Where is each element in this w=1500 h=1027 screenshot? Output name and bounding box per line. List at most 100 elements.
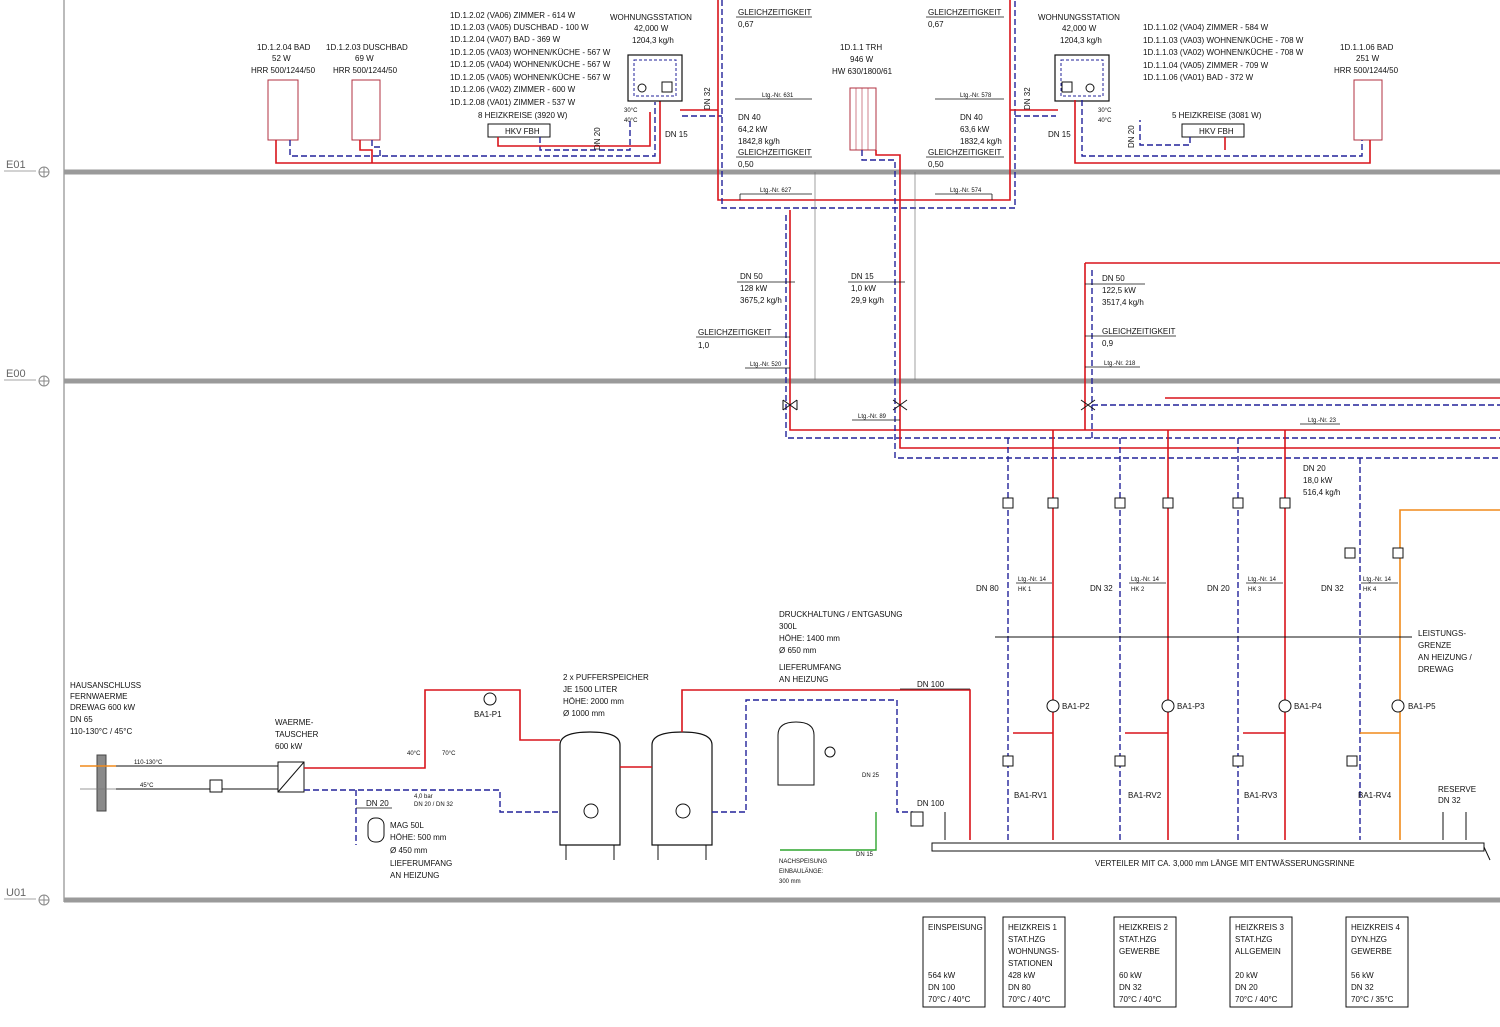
svg-text:GLEICHZEITIGKEIT: GLEICHZEITIGKEIT	[738, 148, 811, 157]
svg-text:RESERVE: RESERVE	[1438, 785, 1476, 794]
temp-70-primary: 70°C	[442, 751, 456, 757]
svg-text:1D.1.2.05 (VA05) WOHNEN/KÜCHE: 1D.1.2.05 (VA05) WOHNEN/KÜCHE - 567 W	[450, 73, 611, 82]
dn50-left-data: DN 50 128 kW 3675,2 kg/h	[737, 272, 795, 305]
svg-text:0,50: 0,50	[738, 160, 754, 169]
svg-text:29,9 kg/h: 29,9 kg/h	[851, 296, 884, 305]
feed-meter	[910, 811, 924, 827]
buffer-tank-2	[651, 731, 713, 860]
svg-text:HEIZKREIS 1: HEIZKREIS 1	[1008, 923, 1057, 932]
heizkreise-right-label: 5 HEIZKREISE (3081 W)	[1172, 111, 1262, 120]
pipe-trh-return	[861, 150, 896, 380]
wohnungsstation-right-label: WOHNUNGSSTATION 42,000 W 1204,3 kg/h	[1038, 13, 1120, 45]
riser-e00-supply-left	[789, 210, 1500, 431]
svg-text:ALLGEMEIN: ALLGEMEIN	[1235, 947, 1281, 956]
svg-text:HK 4: HK 4	[1363, 587, 1377, 593]
svg-text:Ltg.-Nr. 14: Ltg.-Nr. 14	[1018, 577, 1047, 583]
svg-text:1D.1.1.04 (VA05) ZIMMER - 709: 1D.1.1.04 (VA05) ZIMMER - 709 W	[1143, 61, 1269, 70]
svg-text:1D.1.2.02 (VA06) ZIMMER - 614: 1D.1.2.02 (VA06) ZIMMER - 614 W	[450, 11, 576, 20]
svg-text:0,50: 0,50	[928, 160, 944, 169]
svg-text:600 kW: 600 kW	[275, 742, 303, 751]
pressure-4bar: 4,0 bar	[414, 794, 433, 800]
svg-text:64,2 kW: 64,2 kW	[738, 125, 768, 134]
svg-text:DREWAG 600 kW: DREWAG 600 kW	[70, 703, 135, 712]
heating-circuit-hk4	[1344, 547, 1405, 767]
legend-heizkreis-1: HEIZKREIS 1 STAT.HZG WOHNUNGS- STATIONEN…	[1002, 916, 1066, 1008]
mag-vessel	[367, 817, 385, 843]
wall-entry	[96, 754, 107, 812]
pipe-return-e01-right	[1081, 100, 1363, 157]
label-bad-1d1106: 1D.1.1.06 BAD 251 W HRR 500/1244/50	[1334, 43, 1399, 75]
legend-heizkreis-2: HEIZKREIS 2 STAT.HZG GEWERBE 60 kW DN 32…	[1113, 916, 1177, 1008]
gleichzeitigkeit-e00-left: GLEICHZEITIGKEIT 1,0	[696, 328, 790, 350]
pipe-hkv-left-return	[539, 120, 631, 151]
valve-riser-mid	[892, 399, 908, 411]
svg-text:BA1-P4: BA1-P4	[1294, 702, 1322, 711]
svg-text:DN 32: DN 32	[1090, 584, 1113, 593]
svg-text:STAT.HZG: STAT.HZG	[1235, 935, 1272, 944]
pipe-primary-return	[304, 789, 560, 813]
dn25: DN 25	[862, 773, 880, 779]
gleichzeitigkeit-e01-left-bottom: GLEICHZEITIGKEIT 0,50	[736, 148, 812, 169]
svg-text:BA1-P3: BA1-P3	[1177, 702, 1205, 711]
svg-text:FERNWAERME: FERNWAERME	[70, 692, 127, 701]
svg-text:1832,4 kg/h: 1832,4 kg/h	[960, 137, 1002, 146]
legend-heizkreis-3: HEIZKREIS 3 STAT.HZG ALLGEMEIN 20 kW DN …	[1229, 916, 1293, 1008]
heat-meter	[209, 779, 223, 793]
svg-text:TAUSCHER: TAUSCHER	[275, 730, 319, 739]
waermetauscher-label: WAERME- TAUSCHER 600 kW	[275, 718, 319, 751]
pipe-e00-supply-bottom	[899, 380, 1500, 449]
degassing-pump	[824, 746, 836, 758]
svg-text:564 kW: 564 kW	[928, 971, 956, 980]
svg-text:DN 50: DN 50	[1102, 274, 1125, 283]
druckhaltung-label: DRUCKHALTUNG / ENTGASUNG 300L HÖHE: 1400…	[779, 610, 902, 684]
svg-text:GLEICHZEITIGKEIT: GLEICHZEITIGKEIT	[928, 8, 1001, 17]
svg-text:Ø 1000 mm: Ø 1000 mm	[563, 709, 605, 718]
pipe-return-e01-left	[289, 102, 656, 157]
svg-text:56 kW: 56 kW	[1351, 971, 1374, 980]
svg-text:LEISTUNGS-: LEISTUNGS-	[1418, 629, 1466, 638]
svg-text:HEIZKREIS 4: HEIZKREIS 4	[1351, 923, 1400, 932]
svg-text:HEIZKREIS 2: HEIZKREIS 2	[1119, 923, 1168, 932]
svg-text:WAERME-: WAERME-	[275, 718, 314, 727]
svg-text:STAT.HZG: STAT.HZG	[1008, 935, 1045, 944]
svg-text:HRR 500/1244/50: HRR 500/1244/50	[251, 66, 316, 75]
svg-text:HÖHE: 1400 mm: HÖHE: 1400 mm	[779, 634, 840, 643]
legend-heizkreis-4: HEIZKREIS 4 DYN.HZG GEWERBE 56 kW DN 32 …	[1345, 916, 1409, 1008]
svg-text:LIEFERUMFANG: LIEFERUMFANG	[779, 663, 841, 672]
svg-text:110-130°C / 45°C: 110-130°C / 45°C	[70, 727, 133, 736]
svg-text:GLEICHZEITIGKEIT: GLEICHZEITIGKEIT	[738, 8, 811, 17]
svg-text:DN 15: DN 15	[851, 272, 874, 281]
svg-text:63,6 kW: 63,6 kW	[960, 125, 990, 134]
temp-30-left: 30°C	[624, 108, 638, 114]
temp-40-left: 40°C	[624, 118, 638, 124]
svg-text:1D.1.2.05 (VA04) WOHNEN/KÜCHE: 1D.1.2.05 (VA04) WOHNEN/KÜCHE - 567 W	[450, 60, 611, 69]
pipe-supply-duschbad	[359, 140, 373, 163]
svg-text:DN 80: DN 80	[1008, 983, 1031, 992]
svg-text:DN 100: DN 100	[928, 983, 956, 992]
svg-text:69 W: 69 W	[355, 54, 374, 63]
radiator-bad-1d1106	[1353, 79, 1383, 141]
pipe-hk4-supply-orange	[1399, 509, 1500, 840]
level-label-e00: E00	[6, 368, 26, 380]
svg-text:1D.1.1.06 BAD: 1D.1.1.06 BAD	[1340, 43, 1394, 52]
room-list-left: 1D.1.2.02 (VA06) ZIMMER - 614 W 1D.1.2.0…	[450, 11, 611, 107]
wohnungsstation-left	[627, 54, 683, 102]
svg-text:GRENZE: GRENZE	[1418, 641, 1451, 650]
mag-label: MAG 50L HÖHE: 500 mm Ø 450 mm LIEFERUMFA…	[390, 821, 452, 880]
temp-45: 45°C	[140, 783, 154, 789]
svg-text:AN HEIZUNG: AN HEIZUNG	[779, 675, 828, 684]
svg-text:DREWAG: DREWAG	[1418, 665, 1454, 674]
leistungsgrenze-label: LEISTUNGS- GRENZE AN HEIZUNG / DREWAG	[1418, 629, 1473, 674]
temp-30-right: 30°C	[1098, 108, 1112, 114]
svg-text:20 kW: 20 kW	[1235, 971, 1258, 980]
svg-text:DN 80: DN 80	[976, 584, 999, 593]
svg-text:DN 50: DN 50	[740, 272, 763, 281]
pipe-hkv-left-supply	[497, 112, 651, 147]
svg-text:WOHNUNGS-: WOHNUNGS-	[1008, 947, 1059, 956]
svg-text:1D.1.1.02 (VA04) ZIMMER - 584: 1D.1.1.02 (VA04) ZIMMER - 584 W	[1143, 23, 1269, 32]
svg-text:HAUSANSCHLUSS: HAUSANSCHLUSS	[70, 681, 141, 690]
temp-110: 110-130°C	[134, 760, 163, 766]
radiator-duschbad-1d1203	[351, 79, 381, 141]
